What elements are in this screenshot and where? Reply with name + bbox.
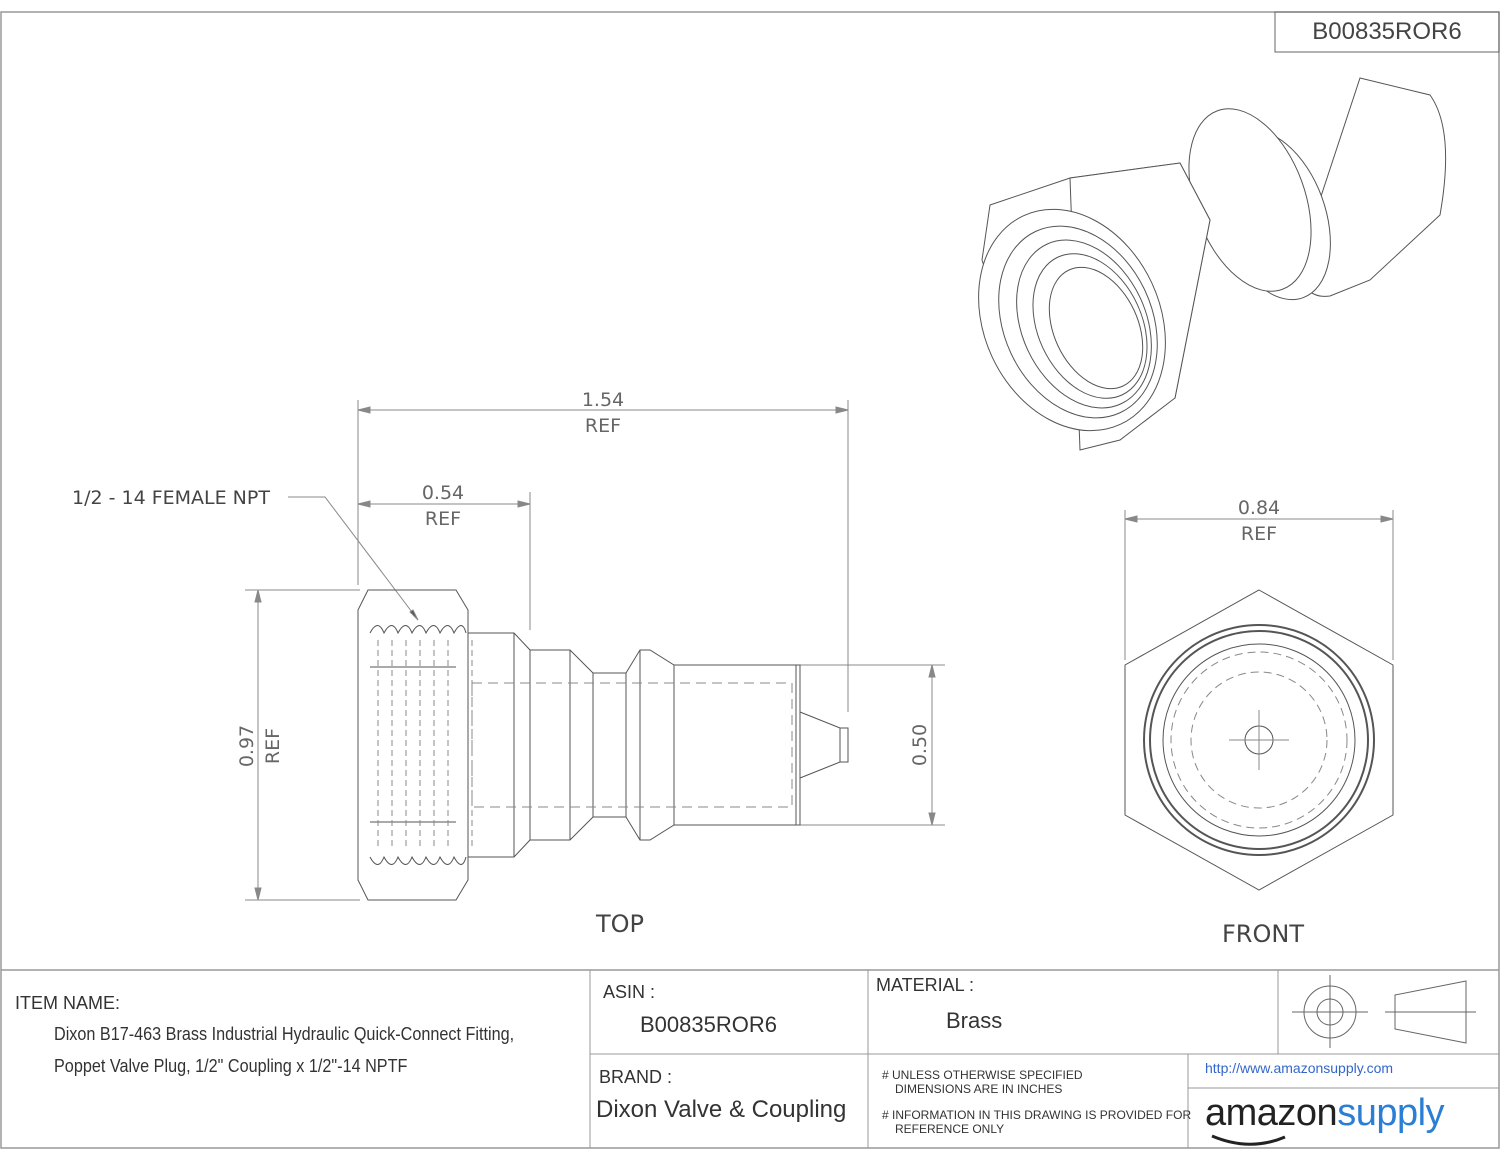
asin-value: B00835ROR6: [640, 1012, 777, 1037]
dim-value: 0.54: [421, 482, 465, 504]
logo-amazon: amazon: [1205, 1092, 1338, 1134]
asin-label: ASIN :: [603, 982, 656, 1002]
top-view-part: [357, 589, 849, 901]
front-view-part: [1124, 589, 1394, 891]
view-label-top: TOP: [596, 910, 645, 938]
amazonsupply-link[interactable]: http://www.amazonsupply.com: [1205, 1060, 1394, 1076]
dim-plug-diameter: 0.50: [909, 723, 931, 767]
asin-corner-box: [1274, 11, 1500, 53]
isometric-view-part: [978, 77, 1447, 451]
material-label: MATERIAL :: [876, 975, 975, 995]
amazonsupply-logo: amazonsupply: [1205, 1092, 1445, 1135]
dimension-lines: [245, 400, 1394, 901]
dim-value: 0.97: [236, 724, 258, 768]
dim-note: REF: [1240, 523, 1278, 545]
thread-callout: 1/2 - 14 FEMALE NPT: [72, 487, 270, 509]
note-units-1: # UNLESS OTHERWISE SPECIFIED: [882, 1068, 1083, 1082]
dim-value: 0.84: [1237, 497, 1281, 519]
brand-label: BRAND :: [599, 1067, 673, 1087]
dim-value: 1.54: [581, 389, 625, 411]
third-angle-projection-icon: [1292, 975, 1476, 1048]
brand-value: Dixon Valve & Coupling: [596, 1096, 847, 1123]
logo-supply: supply: [1337, 1092, 1445, 1134]
dim-note: REF: [424, 508, 462, 530]
note-reference-2: REFERENCE ONLY: [895, 1122, 1005, 1136]
sheet-border: [0, 11, 1500, 1149]
asin-corner-label: B00835ROR6: [1312, 18, 1462, 45]
dim-note: REF: [262, 727, 284, 765]
item-name-label: ITEM NAME:: [15, 993, 121, 1013]
title-block-grid: [1, 969, 1499, 1148]
amazon-smile-icon: [1211, 1134, 1286, 1146]
item-name-line1: Dixon B17-463 Brass Industrial Hydraulic…: [54, 1024, 515, 1044]
dim-note: REF: [584, 415, 622, 437]
item-name-line2: Poppet Valve Plug, 1/2" Coupling x 1/2"-…: [54, 1056, 408, 1076]
material-value: Brass: [946, 1008, 1003, 1033]
note-reference-1: # INFORMATION IN THIS DRAWING IS PROVIDE…: [882, 1108, 1192, 1122]
view-label-front: FRONT: [1222, 920, 1304, 948]
note-units-2: DIMENSIONS ARE IN INCHES: [895, 1082, 1063, 1096]
